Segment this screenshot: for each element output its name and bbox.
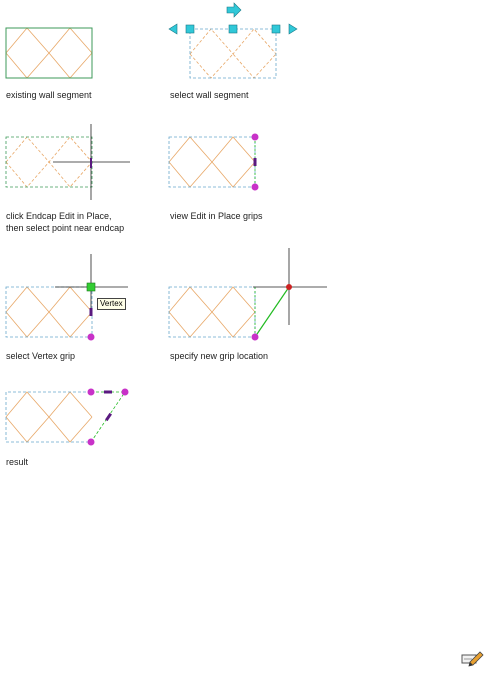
flip-arrow-grip[interactable] bbox=[226, 2, 242, 18]
wall-pattern bbox=[5, 286, 93, 338]
edge-grip[interactable] bbox=[253, 158, 257, 166]
panel-select-wall: select wall segment bbox=[165, 0, 315, 110]
panel-result: result bbox=[0, 380, 150, 470]
wall-pattern bbox=[168, 136, 256, 188]
caption-select: select wall segment bbox=[170, 90, 249, 100]
diagram-result bbox=[5, 388, 129, 446]
diagram-endcap-edit bbox=[5, 124, 130, 200]
bottom-vertex-grip[interactable] bbox=[251, 183, 259, 191]
wall-pattern bbox=[5, 136, 93, 188]
caption-result: result bbox=[6, 457, 29, 467]
top-left-vertex-grip[interactable] bbox=[87, 388, 95, 396]
bottom-vertex-grip[interactable] bbox=[87, 438, 95, 446]
wall-pattern bbox=[5, 27, 93, 79]
edge-grip[interactable] bbox=[89, 308, 93, 316]
top-edge-grip[interactable] bbox=[104, 390, 112, 394]
diagram-specify-location bbox=[168, 248, 327, 341]
wall-outline bbox=[5, 27, 93, 79]
vertex-tooltip: Vertex bbox=[97, 298, 126, 310]
caption-click-line2: then select point near endcap bbox=[6, 223, 125, 233]
lengthen-left-arrow-grip[interactable] bbox=[168, 23, 178, 35]
new-location-point[interactable] bbox=[286, 284, 292, 290]
rubberband-line bbox=[254, 286, 290, 338]
top-right-vertex-grip[interactable] bbox=[121, 388, 129, 396]
selection-grips[interactable] bbox=[168, 2, 298, 35]
hover-vertex-grip[interactable] bbox=[86, 282, 96, 292]
wall-outline-result bbox=[5, 391, 91, 443]
lengthen-right-arrow-grip[interactable] bbox=[288, 23, 298, 35]
center-square-grip[interactable] bbox=[228, 24, 238, 34]
angled-edge-grip[interactable] bbox=[105, 412, 112, 422]
edit-pencil-icon[interactable] bbox=[460, 645, 484, 669]
panel-view-grips: view Edit in Place grips bbox=[165, 125, 315, 225]
bottom-vertex-grip[interactable] bbox=[251, 333, 259, 341]
panel-endcap-edit: click Endcap Edit in Place, then select … bbox=[0, 120, 150, 240]
left-square-grip[interactable] bbox=[185, 24, 195, 34]
caption-vertex: select Vertex grip bbox=[6, 351, 76, 361]
diagram-existing-wall bbox=[5, 27, 93, 79]
caption-specify: specify new grip location bbox=[170, 351, 269, 361]
wall-pattern bbox=[5, 391, 93, 443]
diagram-view-grips bbox=[168, 133, 259, 191]
caption-view: view Edit in Place grips bbox=[170, 211, 263, 221]
panel-select-vertex: Vertex select Vertex grip bbox=[0, 250, 150, 365]
panel-specify-location: specify new grip location bbox=[165, 245, 335, 365]
bottom-vertex-grip[interactable] bbox=[87, 333, 95, 341]
top-vertex-grip[interactable] bbox=[251, 133, 259, 141]
caption-existing: existing wall segment bbox=[6, 90, 92, 100]
wall-pattern bbox=[189, 28, 277, 79]
diagram-select-wall bbox=[168, 2, 298, 79]
panel-existing-wall: existing wall segment bbox=[0, 20, 140, 110]
right-square-grip[interactable] bbox=[271, 24, 281, 34]
caption-click-line1: click Endcap Edit in Place, bbox=[6, 211, 112, 221]
diagram-select-vertex bbox=[5, 254, 128, 341]
wall-pattern bbox=[168, 286, 256, 338]
